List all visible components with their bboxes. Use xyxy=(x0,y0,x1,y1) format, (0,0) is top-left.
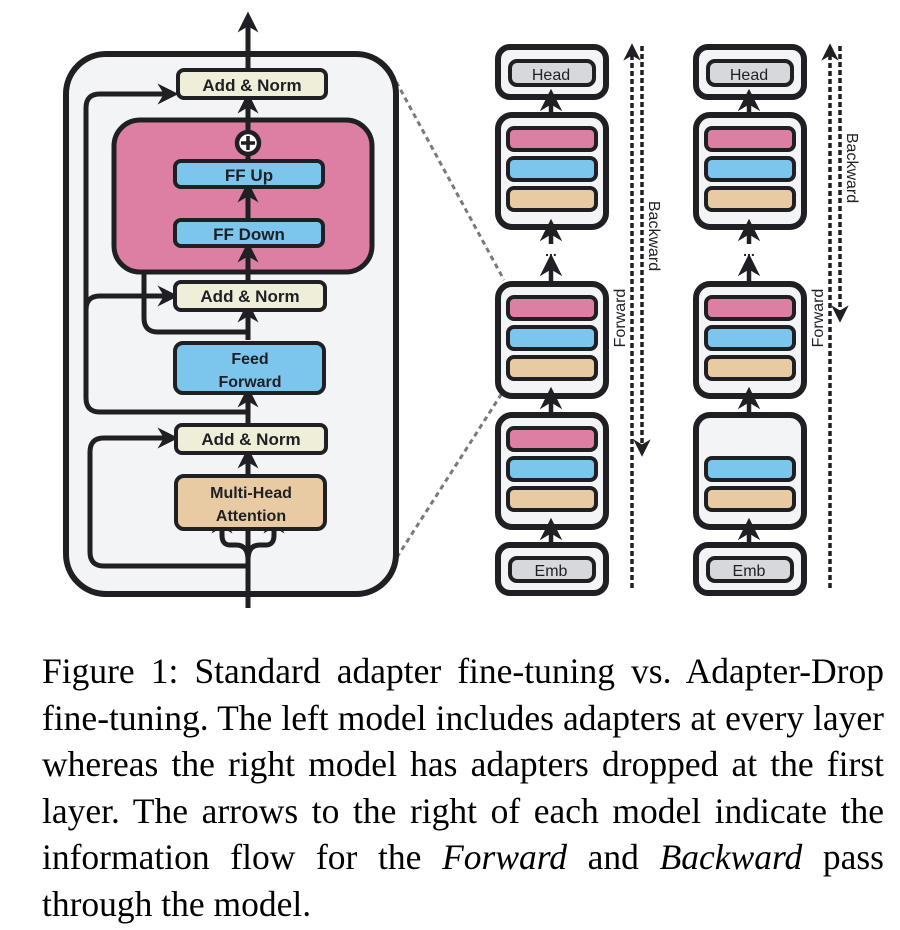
add-norm-top: Add & Norm xyxy=(176,68,328,100)
feedforward-bar xyxy=(704,325,796,351)
emb-inner xyxy=(706,556,794,583)
zoom-connector-bottom xyxy=(390,389,506,566)
attention-bar xyxy=(506,355,598,381)
attention-branch-right xyxy=(245,512,285,561)
caption-suffix: pass through the model. xyxy=(42,837,884,924)
head-label: Head xyxy=(532,67,570,84)
emb-label: Emb xyxy=(733,563,766,580)
zoom-connector-top xyxy=(390,73,506,281)
ellipsis: ... xyxy=(743,243,755,259)
backward-label: Backward xyxy=(645,201,662,271)
head-inner xyxy=(706,59,794,87)
caption-and: and xyxy=(567,837,660,877)
add-norm-mid: Add & Norm xyxy=(173,280,327,312)
add-norm-bottom-label: Add & Norm xyxy=(201,430,300,449)
feedforward-bar xyxy=(704,456,796,482)
adapter-bar xyxy=(704,295,796,321)
forward-label: Forward xyxy=(810,289,827,348)
feed-forward-label-line2: Forward xyxy=(218,374,281,391)
add-norm-top-label: Add & Norm xyxy=(202,76,301,95)
figure-caption: Figure 1: Standard adapter fine-tuning v… xyxy=(42,648,884,927)
feed-forward-label-line1: Feed xyxy=(231,351,268,368)
ff-up-label: FF Up xyxy=(225,166,273,185)
residual-to-addnorm-mid xyxy=(83,285,179,320)
ff-down-label: FF Down xyxy=(213,225,285,244)
adapter-figure: Add & Norm FF Up FF Down Add & Norm Feed… xyxy=(63,11,860,608)
adapter-bar xyxy=(704,126,796,152)
plus-circle-icon xyxy=(234,129,262,157)
model-standard-adapter: Head... Emb Forward Backward xyxy=(495,43,662,596)
attention-bar xyxy=(506,186,598,212)
emb-inner xyxy=(508,556,596,583)
head-inner xyxy=(508,59,596,87)
backward-label: Backward xyxy=(843,133,860,203)
mha-label-line2: Attention xyxy=(216,508,286,525)
feedforward-bar xyxy=(506,456,598,482)
adapter-bar xyxy=(506,426,598,452)
feed-forward-box: Feed Forward xyxy=(173,341,326,395)
attention-bar xyxy=(704,355,796,381)
multi-head-attention-box: Multi-Head Attention xyxy=(174,474,327,531)
caption-text: Figure 1: Standard adapter fine-tuning v… xyxy=(42,651,884,877)
ff-down-box: FF Down xyxy=(173,218,325,248)
head-label: Head xyxy=(730,67,768,84)
attention-bar xyxy=(704,486,796,512)
residual-attention xyxy=(87,427,248,569)
feedforward-bar xyxy=(506,156,598,182)
adapter-bar xyxy=(506,126,598,152)
emb-label: Emb xyxy=(535,563,568,580)
ff-up-box: FF Up xyxy=(173,159,325,189)
model-adapterdrop: Head... Emb Forward Backward xyxy=(693,43,860,596)
feedforward-bar xyxy=(704,156,796,182)
adapter-bar xyxy=(506,295,598,321)
residual-feedforward xyxy=(83,83,248,415)
caption-backward: Backward xyxy=(659,837,803,877)
add-norm-mid-label: Add & Norm xyxy=(200,287,299,306)
add-norm-bottom: Add & Norm xyxy=(174,423,328,455)
attention-bar xyxy=(704,186,796,212)
caption-forward: Forward xyxy=(442,837,567,877)
attention-bar xyxy=(506,486,598,512)
transformer-layer-detail: Add & Norm FF Up FF Down Add & Norm Feed… xyxy=(63,11,506,608)
feedforward-bar xyxy=(506,325,598,351)
mha-label-line1: Multi-Head xyxy=(210,485,292,502)
forward-label: Forward xyxy=(612,289,629,348)
ellipsis: ... xyxy=(545,243,557,259)
